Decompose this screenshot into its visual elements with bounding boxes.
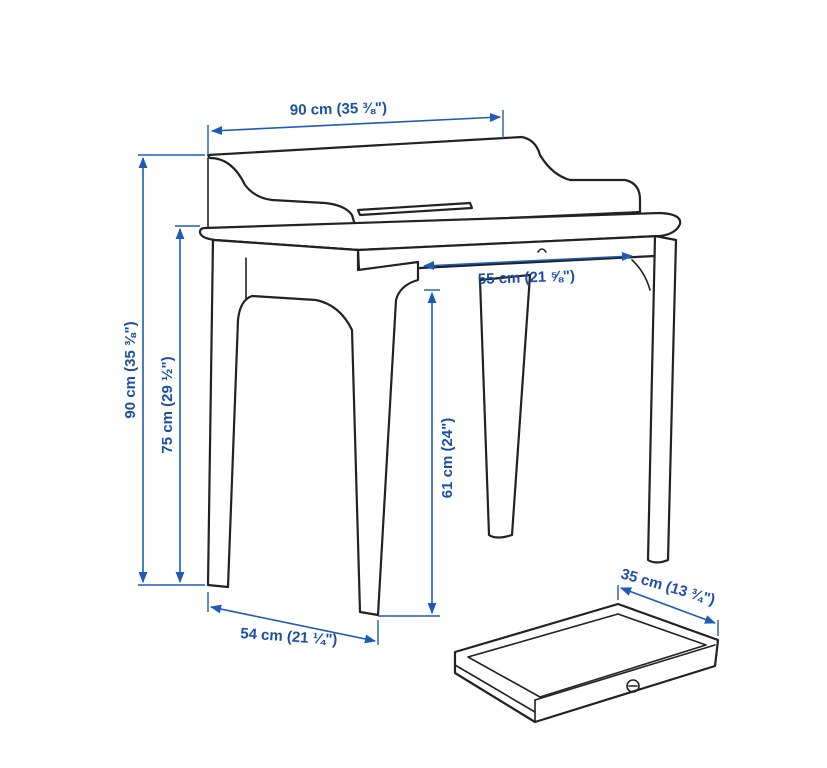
dim-top-width (210, 113, 502, 135)
drawer-inner (467, 613, 707, 698)
label-top-width: 90 cm (35 ⅜") (290, 99, 388, 119)
label-table-height: 75 cm (29 ½") (159, 356, 176, 453)
upstand-inner-edge (207, 157, 641, 231)
front-left-leg (206, 238, 420, 617)
drawer-box (453, 602, 720, 724)
desk-drawing (198, 135, 682, 617)
label-leg-clearance: 61 cm (24") (439, 418, 456, 499)
dim-depth (209, 604, 377, 644)
front-right-leg (646, 234, 678, 564)
label-depth: 54 cm (21 ¼") (240, 625, 338, 649)
dimension-lines (138, 110, 719, 645)
back-leg (478, 273, 532, 539)
label-total-height: 90 cm (35 ⅜") (122, 321, 139, 418)
dim-drawer-depth (619, 587, 717, 624)
drawer-handle-hint (537, 248, 547, 253)
drawer-front-top (534, 644, 716, 701)
drawer-drawing (453, 602, 720, 724)
label-drawer-depth: 35 cm (13 ¾") (619, 566, 717, 609)
pencil-ledge (356, 201, 474, 217)
label-drawer-width: 55 cm (21 ⅝") (478, 268, 576, 288)
drawer-side-edge (454, 664, 536, 713)
front-right-leg-bracket (631, 259, 651, 291)
dim-drawer-width (422, 252, 634, 270)
drawer-knob (626, 679, 640, 693)
